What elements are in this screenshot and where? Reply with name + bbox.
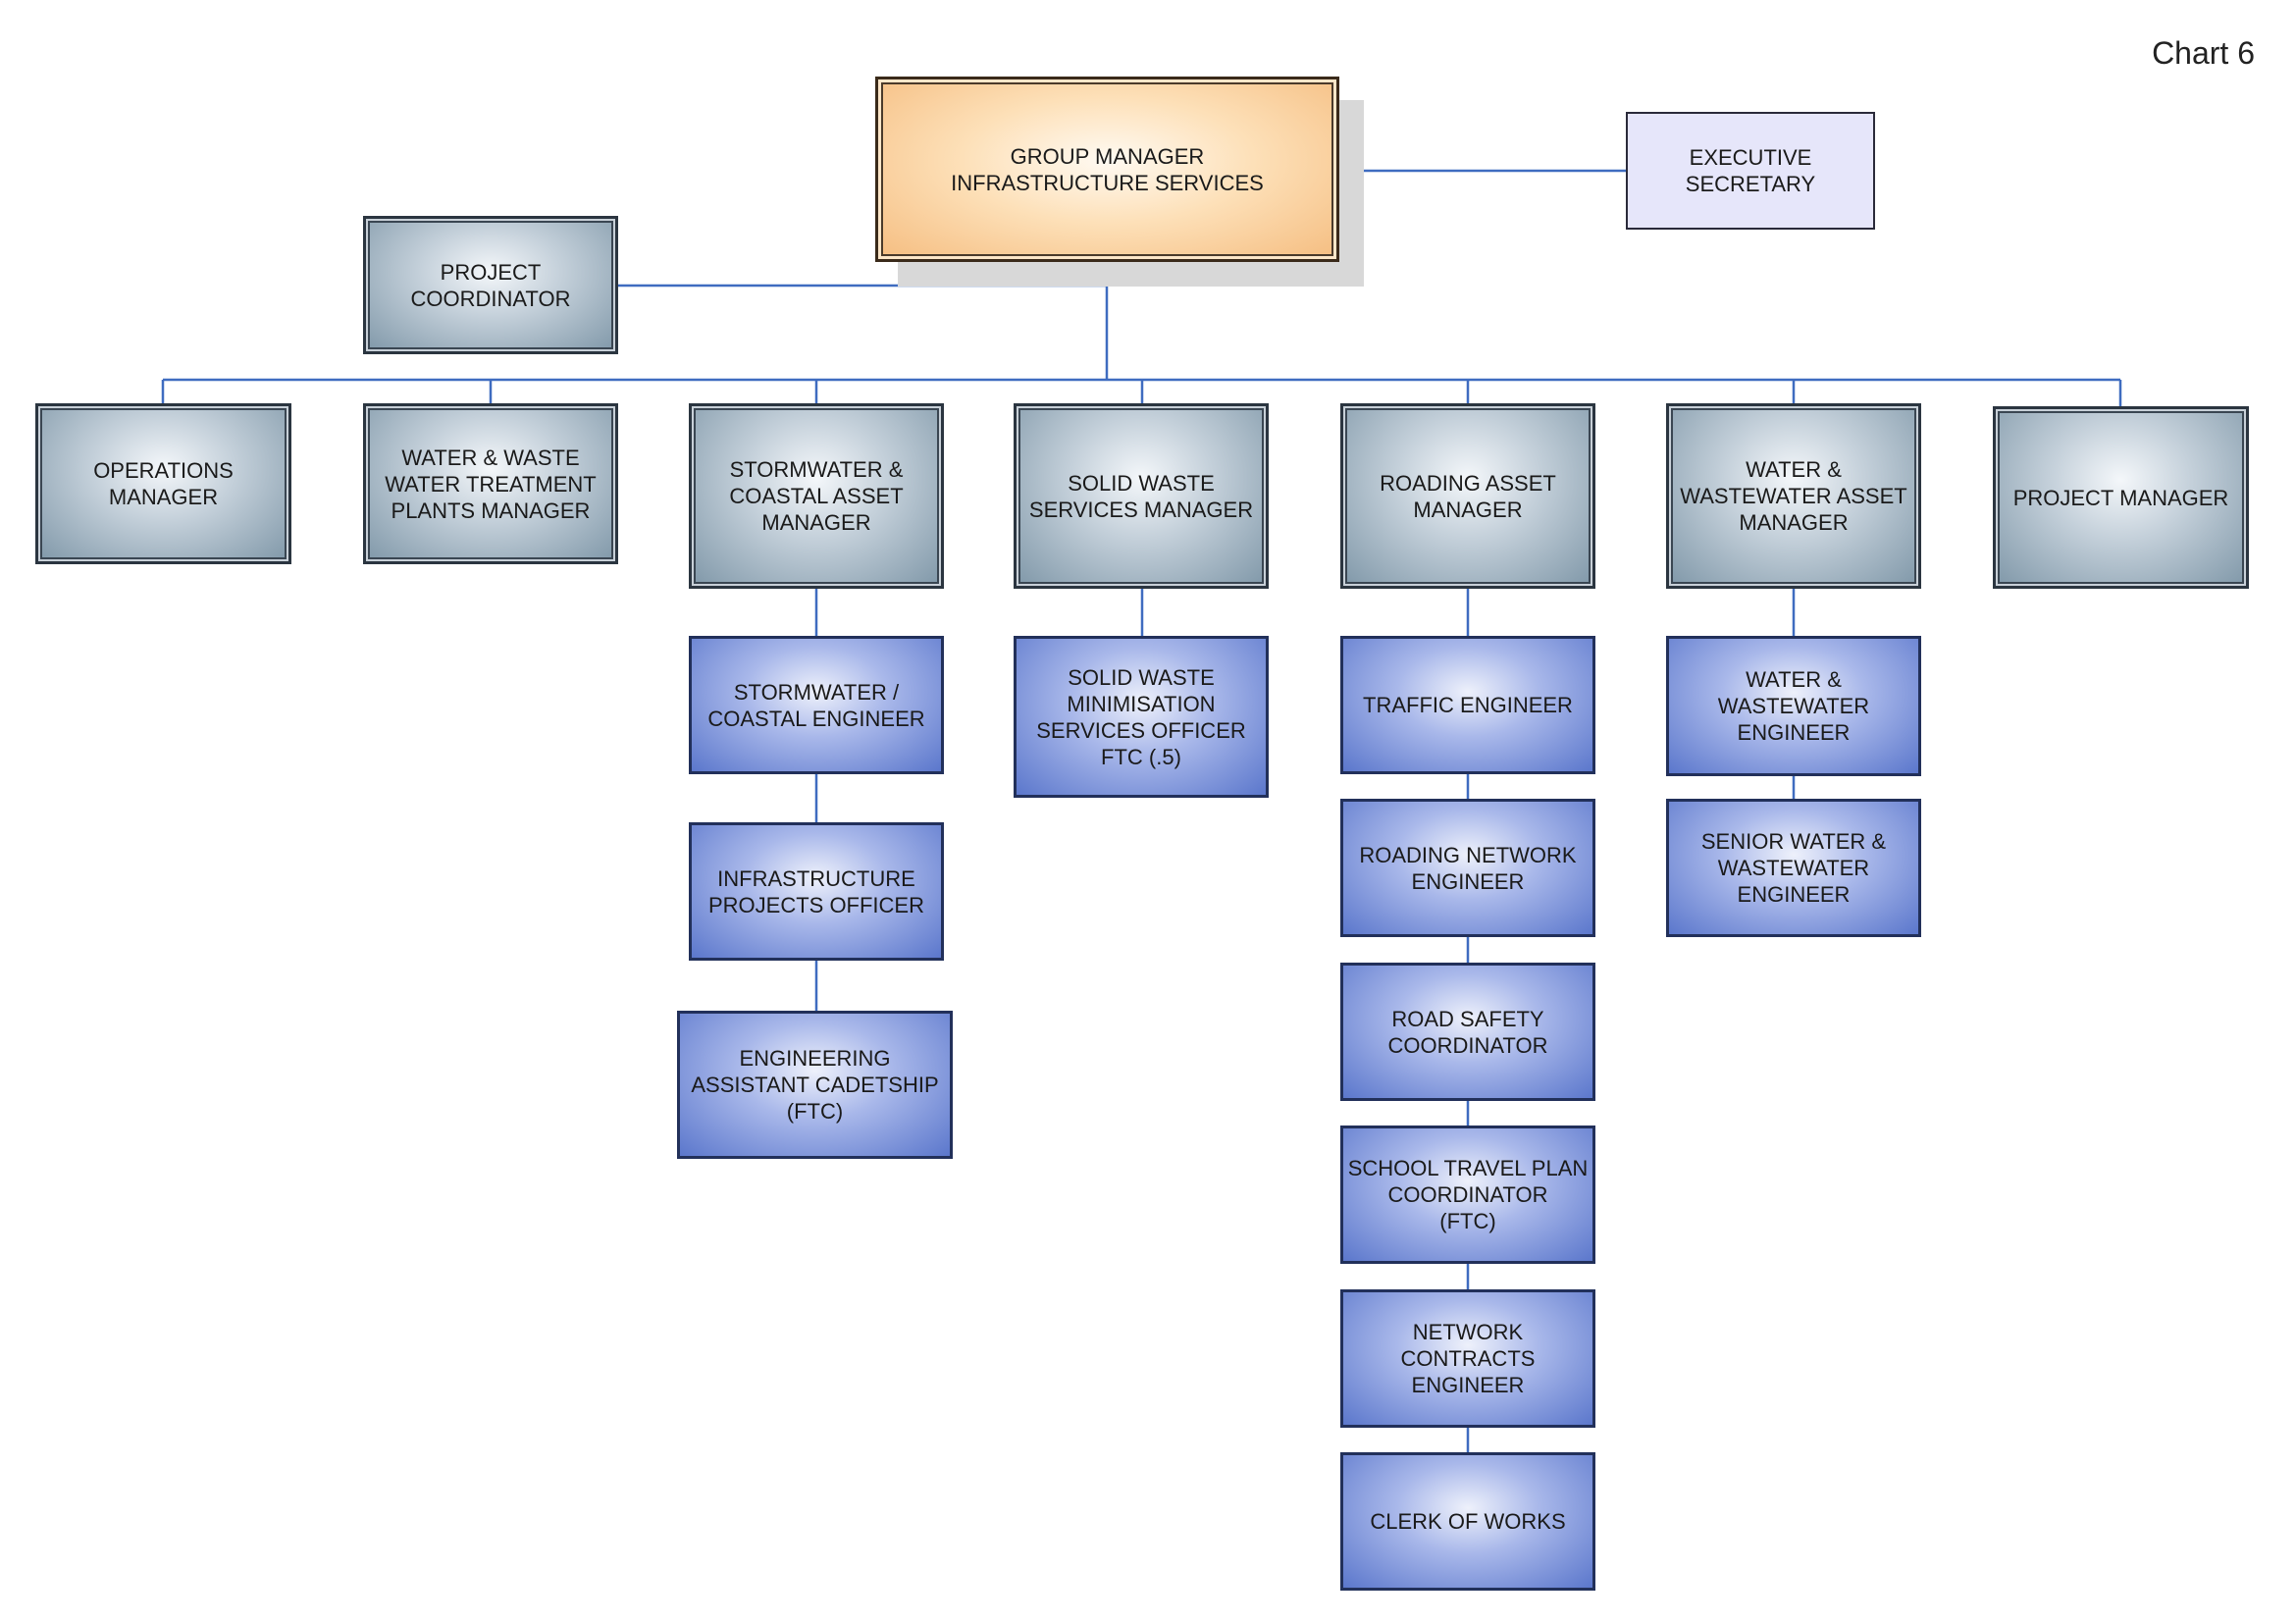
box-stormwater-manager: STORMWATER & COASTAL ASSET MANAGER: [689, 403, 944, 589]
box-roading-manager: ROADING ASSET MANAGER: [1340, 403, 1595, 589]
box-solid-waste-manager: SOLID WASTE SERVICES MANAGER: [1014, 403, 1269, 589]
box-stormwater-engineer: STORMWATER / COASTAL ENGINEER: [689, 636, 944, 774]
box-water-asset-manager: WATER & WASTEWATER ASSET MANAGER: [1666, 403, 1921, 589]
box-project-coordinator: PROJECT COORDINATOR: [363, 216, 618, 354]
box-group-manager: GROUP MANAGER INFRASTRUCTURE SERVICES: [875, 77, 1339, 262]
connector-drops: [161, 380, 2122, 406]
box-road-safety-coordinator: ROAD SAFETY COORDINATOR: [1340, 963, 1595, 1101]
box-roading-network-engineer: ROADING NETWORK ENGINEER: [1340, 799, 1595, 937]
box-solid-waste-officer: SOLID WASTE MINIMISATION SERVICES OFFICE…: [1014, 636, 1269, 798]
box-school-travel-plan-coordinator: SCHOOL TRAVEL PLAN COORDINATOR (FTC): [1340, 1126, 1595, 1264]
box-traffic-engineer: TRAFFIC ENGINEER: [1340, 636, 1595, 774]
box-operations-manager: OPERATIONS MANAGER: [35, 403, 291, 564]
box-infrastructure-projects-officer: INFRASTRUCTURE PROJECTS OFFICER: [689, 822, 944, 961]
box-network-contracts-engineer: NETWORK CONTRACTS ENGINEER: [1340, 1289, 1595, 1428]
box-treatment-plants-manager: WATER & WASTE WATER TREATMENT PLANTS MAN…: [363, 403, 618, 564]
box-engineering-assistant: ENGINEERING ASSISTANT CADETSHIP (FTC): [677, 1011, 953, 1159]
box-water-engineer: WATER & WASTEWATER ENGINEER: [1666, 636, 1921, 776]
box-executive-secretary: EXECUTIVE SECRETARY: [1626, 112, 1875, 230]
box-senior-water-engineer: SENIOR WATER & WASTEWATER ENGINEER: [1666, 799, 1921, 937]
box-project-manager: PROJECT MANAGER: [1993, 406, 2249, 589]
box-clerk-of-works: CLERK OF WORKS: [1340, 1452, 1595, 1591]
chart-label: Chart 6: [2152, 35, 2255, 71]
